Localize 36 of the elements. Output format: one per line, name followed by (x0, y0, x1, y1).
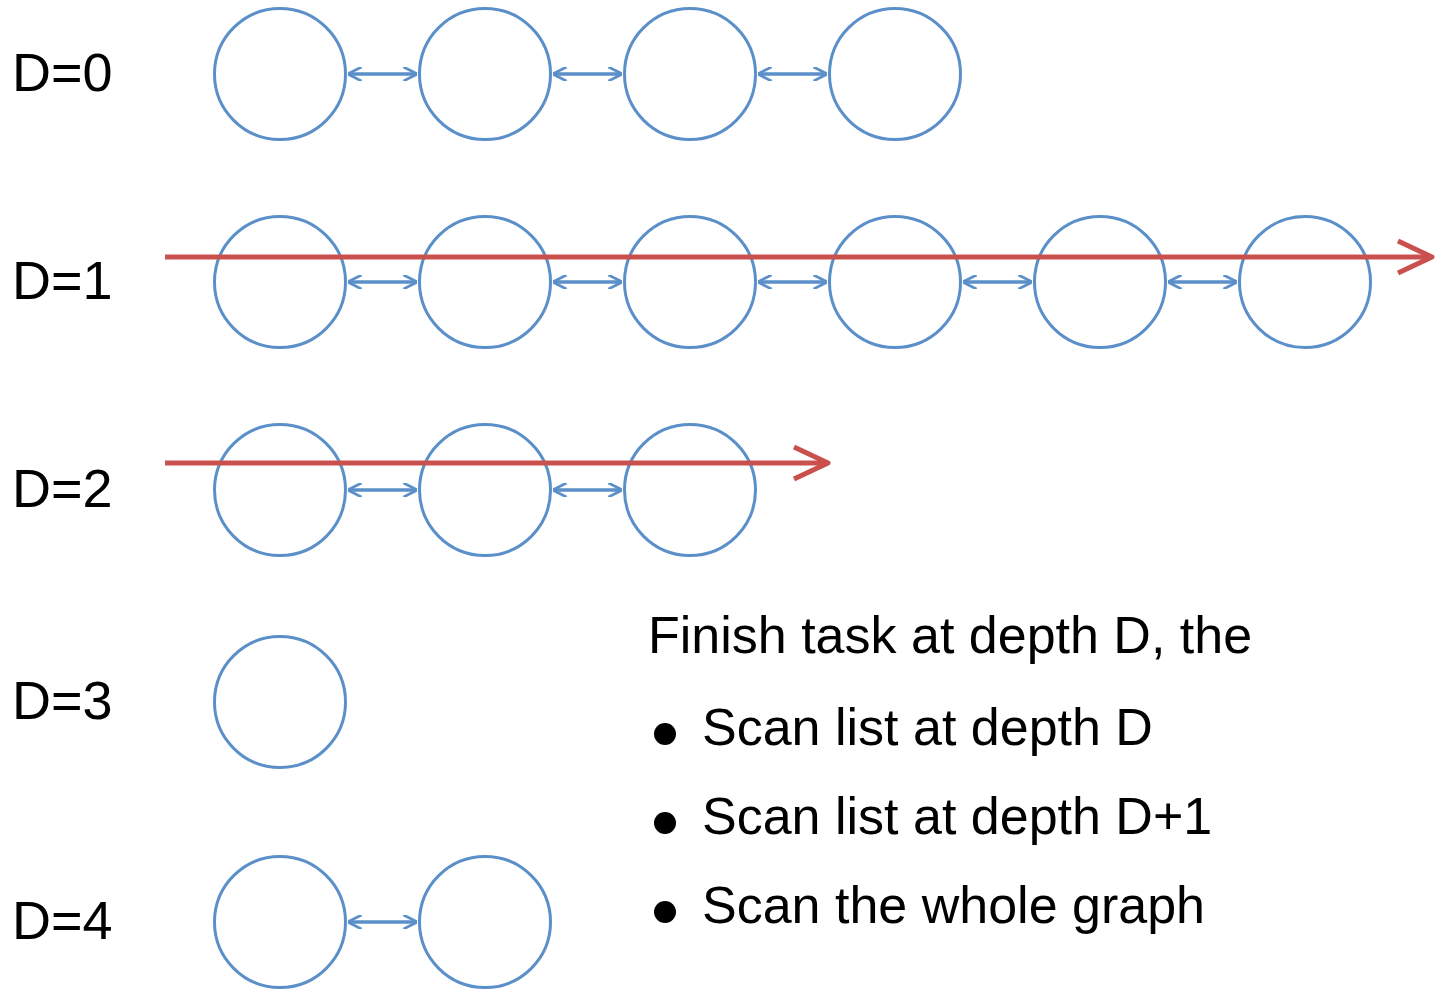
circle-node (213, 7, 347, 141)
double-arrow (1166, 273, 1239, 291)
circle-node (213, 635, 347, 769)
circle-node (418, 215, 552, 349)
double-arrow (551, 273, 624, 291)
circle-node (828, 215, 962, 349)
bullet-item: Scan list at depth D+1 (702, 787, 1213, 847)
double-arrow (756, 273, 829, 291)
circle-node (1033, 215, 1167, 349)
circle-node (213, 215, 347, 349)
circle-node (623, 7, 757, 141)
double-arrow (756, 65, 829, 83)
double-arrow (346, 273, 419, 291)
row-label: D=0 (12, 41, 113, 104)
circle-node (828, 7, 962, 141)
double-arrow (961, 273, 1034, 291)
double-arrow (346, 913, 419, 931)
double-arrow (346, 481, 419, 499)
double-arrow (551, 481, 624, 499)
circle-node (213, 423, 347, 557)
circle-node (418, 7, 552, 141)
heading-text: Finish task at depth D, the (648, 606, 1253, 666)
bullet-item: Scan list at depth D (702, 698, 1153, 758)
row-label: D=3 (12, 669, 113, 732)
circle-node (1238, 215, 1372, 349)
circle-node (418, 855, 552, 989)
row-label: D=1 (12, 249, 113, 312)
row-label: D=4 (12, 889, 113, 952)
row-label: D=2 (12, 457, 113, 520)
bullet-item: Scan the whole graph (702, 876, 1205, 936)
circle-node (213, 855, 347, 989)
double-arrow (346, 65, 419, 83)
double-arrow (551, 65, 624, 83)
circle-node (623, 215, 757, 349)
circle-node (418, 423, 552, 557)
circle-node (623, 423, 757, 557)
